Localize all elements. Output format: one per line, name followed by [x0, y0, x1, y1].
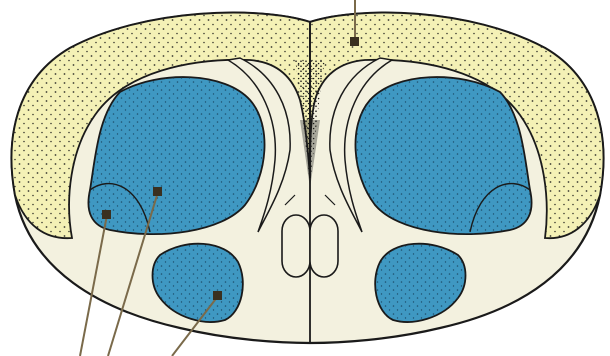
- marker-lower-left: [213, 291, 222, 300]
- marker-left-inner: [153, 187, 162, 196]
- marker-top: [350, 37, 359, 46]
- marker-left-outer: [102, 210, 111, 219]
